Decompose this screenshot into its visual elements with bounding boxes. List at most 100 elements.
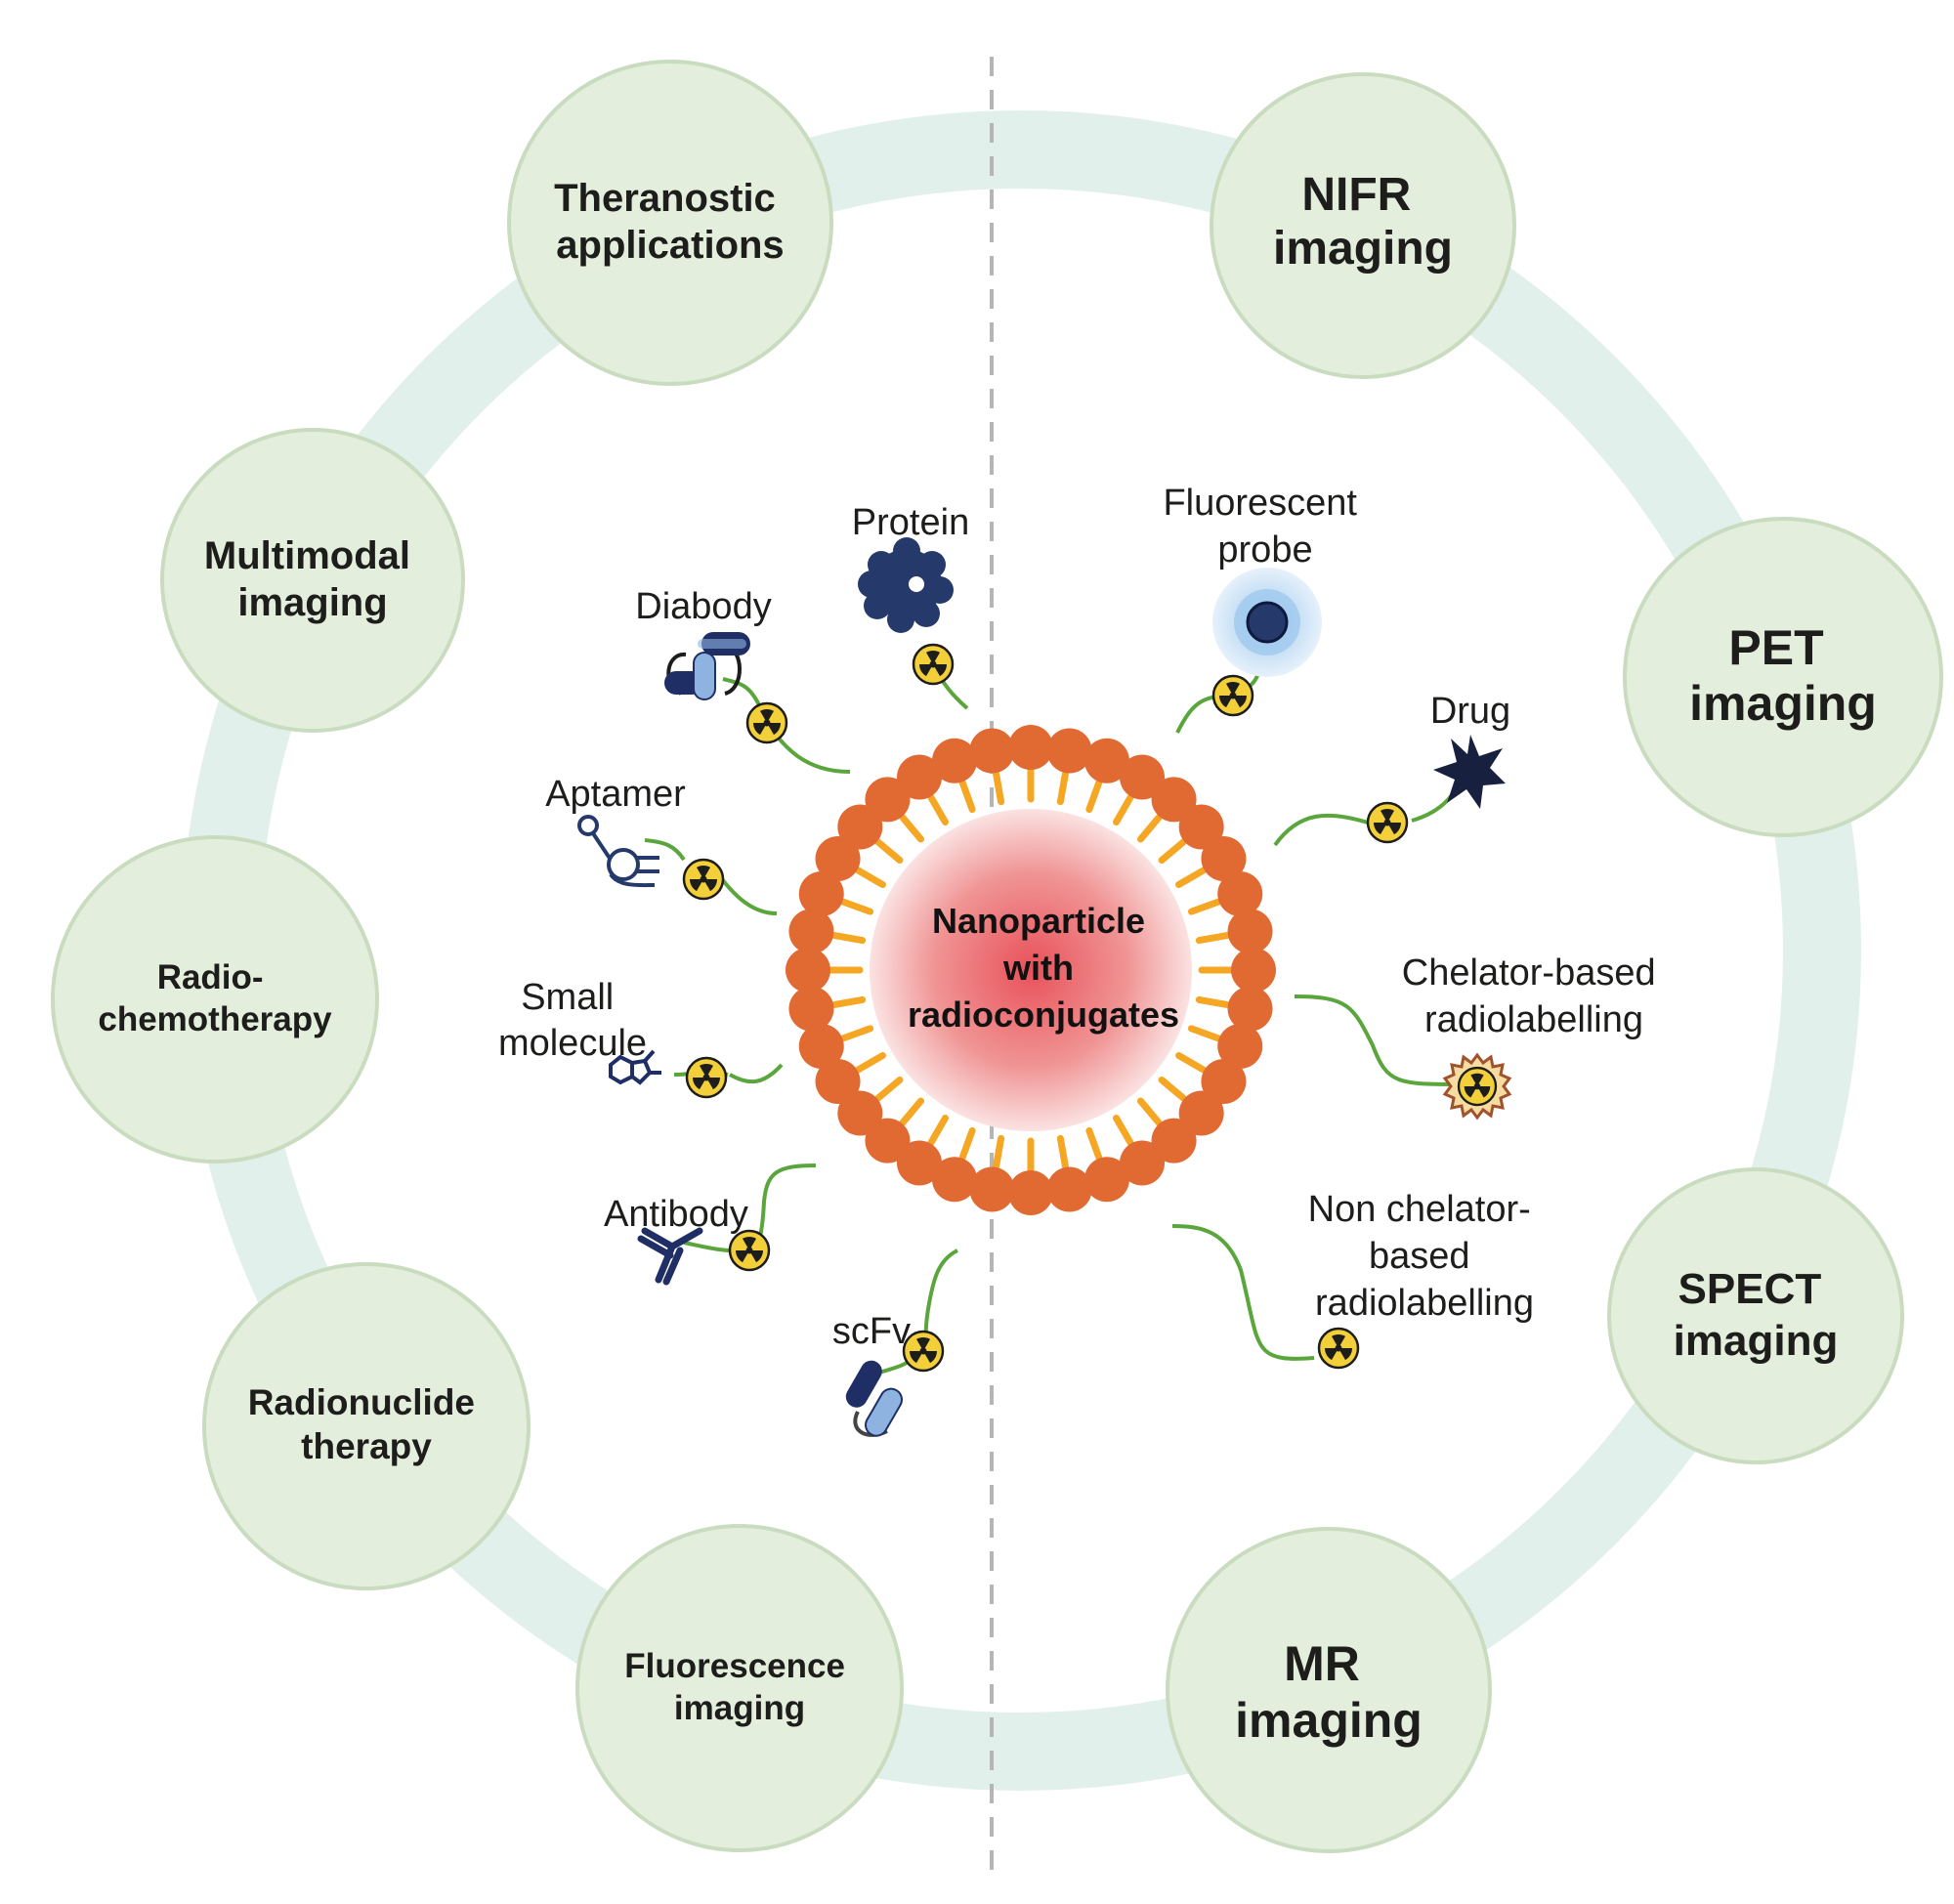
- radioactive-icon: [745, 701, 788, 744]
- ligand-label-scfv: scFv: [832, 1311, 911, 1352]
- lipid-head: [969, 728, 1015, 774]
- lipid-tail: [1056, 770, 1069, 806]
- protein-icon: [858, 537, 954, 633]
- fluorescent-probe-icon: [1212, 568, 1322, 677]
- lipid-tail: [1056, 1134, 1069, 1170]
- lipid-tail: [1175, 867, 1208, 888]
- lipid-head: [1151, 777, 1197, 823]
- lipid-head: [786, 948, 830, 993]
- bubble-nifr: NIFR imaging: [1210, 72, 1516, 379]
- radioactive-icon: [912, 643, 955, 686]
- bubble-radio-chemotherapy: Radio- chemotherapy: [51, 835, 379, 1164]
- lipid-head: [932, 738, 978, 783]
- antibody-icon: [637, 1227, 703, 1286]
- lipid-head: [1151, 1118, 1197, 1164]
- bubble-radionuclide-therapy: Radionuclide therapy: [202, 1262, 531, 1590]
- chelator-icon: [1442, 1052, 1512, 1121]
- radioactive-icon: [728, 1229, 771, 1272]
- lipid-head: [798, 1023, 844, 1069]
- radioactive-icon: [1366, 801, 1409, 844]
- aptamer-icon: [577, 815, 659, 888]
- lipid-tail: [854, 1052, 886, 1074]
- lipid-tail: [1158, 1076, 1187, 1102]
- lipid-head: [1120, 754, 1165, 800]
- lipid-head: [815, 836, 861, 881]
- bubble-pet: PET imaging: [1623, 517, 1943, 837]
- lipid-tail: [993, 1134, 1005, 1170]
- lipid-tail: [830, 995, 867, 1008]
- nanoparticle-core: [870, 809, 1192, 1131]
- diabody-icon: [664, 632, 750, 700]
- lipid-head: [1217, 1023, 1263, 1069]
- drug-icon: [1433, 735, 1506, 809]
- bubble-label: MR imaging: [1235, 1636, 1423, 1748]
- lipid-tail: [1113, 793, 1134, 825]
- bubble-label: SPECT imaging: [1674, 1265, 1839, 1365]
- lipid-head: [932, 1157, 978, 1203]
- lipid-tail: [993, 770, 1005, 806]
- bubble-spect: SPECT imaging: [1607, 1167, 1904, 1464]
- lipid-head: [1201, 1059, 1247, 1104]
- radioactive-icon: [682, 858, 725, 901]
- ligand-label-antibody: Antibody: [604, 1194, 748, 1235]
- lipid-head: [1083, 738, 1129, 783]
- bubble-label: Theranostic applications: [554, 177, 786, 267]
- ligand-label-non-chelator: Non chelator- based radiolabelling: [1308, 1189, 1542, 1324]
- radioactive-icon: [685, 1056, 728, 1099]
- nanoparticle-label: Nanoparticle with radioconjugates: [908, 901, 1179, 1035]
- lipid-head: [1120, 1140, 1165, 1186]
- lipid-tail: [839, 1025, 874, 1042]
- bubble-label: Multimodal imaging: [204, 534, 421, 624]
- lipid-head: [1231, 948, 1276, 993]
- lipid-tail: [830, 932, 867, 945]
- small-molecule-icon: [609, 1049, 661, 1085]
- lipid-head: [897, 754, 942, 800]
- lipid-tail: [958, 1126, 976, 1162]
- scfv-icon: [845, 1360, 904, 1437]
- bubble-label: PET imaging: [1689, 620, 1877, 731]
- ligand-label-small-molecule: Small molecule: [498, 977, 647, 1064]
- lipid-head: [1227, 986, 1273, 1032]
- lipid-head: [837, 1090, 883, 1136]
- lipid-head: [1217, 871, 1263, 917]
- lipid-head: [1008, 1170, 1053, 1215]
- lipid-tail: [927, 793, 949, 825]
- lipid-tail: [1187, 1025, 1222, 1042]
- lipid-tail: [899, 1097, 925, 1126]
- lipid-tail: [1113, 1115, 1134, 1147]
- bubble-theranostic: Theranostic applications: [507, 60, 833, 386]
- lipid-tail: [874, 838, 904, 865]
- lipid-head: [837, 804, 883, 850]
- bubble-label: NIFR imaging: [1273, 169, 1453, 275]
- lipid-head: [798, 871, 844, 917]
- bubble-mr: MR imaging: [1166, 1527, 1492, 1853]
- lipid-tail: [1136, 814, 1163, 843]
- lipid-head: [865, 777, 911, 823]
- lipid-head: [788, 986, 834, 1032]
- lipid-head: [1227, 909, 1273, 954]
- nanoparticle: Nanoparticle with radioconjugates: [786, 725, 1276, 1215]
- ligand-label-aptamer: Aptamer: [545, 774, 686, 815]
- ligand-label-chelator: Chelator-based radiolabelling: [1402, 952, 1666, 1040]
- lipid-head: [1201, 836, 1247, 881]
- lipid-tail: [1187, 898, 1222, 915]
- lipid-head: [788, 909, 834, 954]
- lipid-head: [1046, 1166, 1092, 1212]
- ligand-label-fluorescent-probe: Fluorescent probe: [1163, 483, 1367, 571]
- lipid-head: [969, 1166, 1015, 1212]
- ligand-label-diabody: Diabody: [635, 586, 771, 627]
- lipid-tail: [1136, 1097, 1163, 1126]
- linkers: [644, 644, 1467, 1375]
- lipid-tail: [899, 814, 925, 843]
- bubble-label: Fluorescence imaging: [624, 1647, 854, 1727]
- lipid-head: [815, 1059, 861, 1104]
- lipid-tail: [874, 1076, 904, 1102]
- lipid-tail: [958, 779, 976, 814]
- lipid-tail: [927, 1115, 949, 1147]
- lipid-head: [1178, 1090, 1224, 1136]
- ligand-label-protein: Protein: [852, 502, 969, 543]
- lipid-head: [1008, 725, 1053, 770]
- lipid-tail: [1195, 995, 1231, 1008]
- lipid-head: [897, 1140, 942, 1186]
